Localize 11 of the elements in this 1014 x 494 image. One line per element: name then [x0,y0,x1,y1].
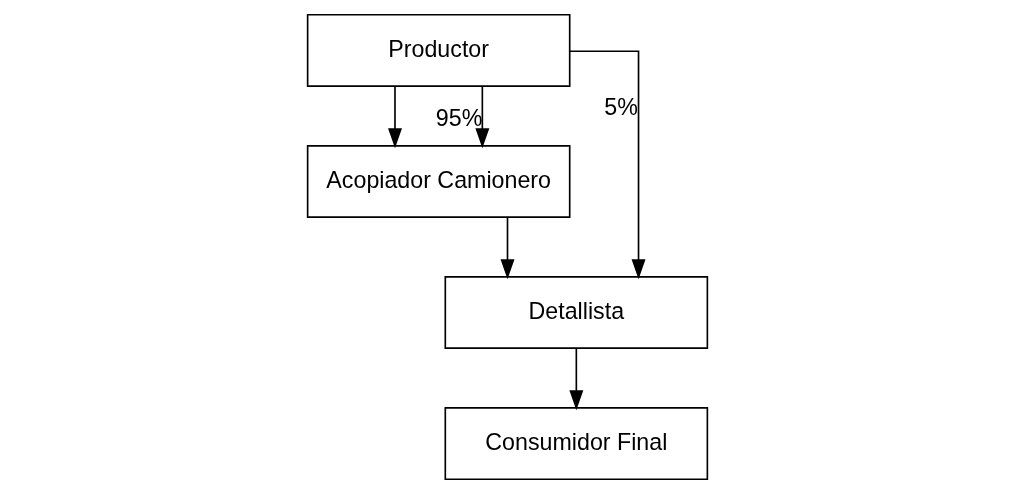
node-box: Consumidor Final [443,407,708,481]
edge-label: 95% [435,105,482,132]
node-box: Productor [306,13,571,87]
edge-label: 5% [603,94,638,121]
arrow [500,216,514,280]
arrow [568,50,645,280]
arrow [387,85,402,149]
arrow [568,347,583,411]
node-box: Detallista [443,276,708,349]
node-box: Acopiador Camionero [306,145,571,218]
arrow [474,85,489,149]
